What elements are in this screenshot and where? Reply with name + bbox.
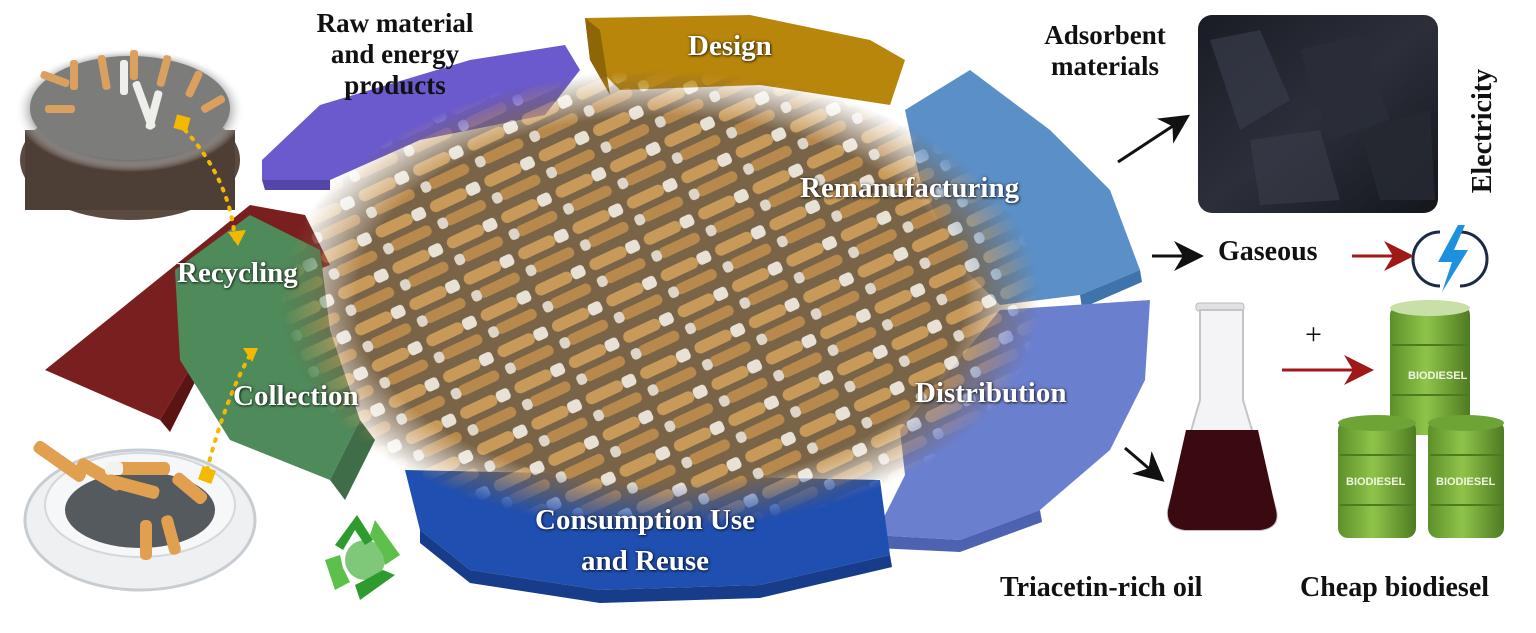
label-line: Raw material: [316, 8, 474, 38]
stage-label-collection: Collection: [233, 380, 359, 412]
stage-shape-distribution: [875, 300, 1150, 552]
label-line: and energy: [330, 39, 460, 70]
label-line: Adsorbent: [1044, 20, 1166, 50]
barrel-text: BIODIESEL: [1436, 476, 1496, 488]
stage-label-distribution: Distribution: [915, 377, 1067, 409]
barrel-text: BIODIESEL: [1408, 370, 1468, 382]
label-line: products: [344, 70, 446, 101]
product-label-electricity: Electricity: [1466, 68, 1498, 194]
label-line: and Reuse: [580, 544, 710, 577]
label-line: Consumption Use: [535, 504, 755, 536]
arrow-to-oil: [1124, 446, 1165, 482]
plus-sign: +: [1305, 318, 1322, 351]
glass-ashtray-image: [23, 440, 257, 592]
arrow-to-adsorbent: [1117, 114, 1191, 164]
dotted-connector-bottom: [205, 353, 252, 472]
stage-label-design: Design: [688, 30, 772, 62]
barrel-text: BIODIESEL: [1346, 476, 1406, 488]
lightning-bolt-icon: [1411, 225, 1489, 292]
arrowhead-yellow-icon: [243, 348, 258, 362]
stage-label-raw-material: Raw material and energy products: [280, 8, 510, 101]
recycle-globe-icon: [325, 515, 400, 600]
stage-label-remanufacturing: Remanufacturing: [800, 172, 1020, 204]
activated-carbon-image: [1198, 15, 1438, 213]
biodiesel-barrels-image: [1338, 300, 1504, 538]
marker-square: [198, 466, 216, 484]
outdoor-ashtray-image: [15, 48, 245, 220]
erlenmeyer-flask-image: [1166, 302, 1278, 531]
product-label-oil: Triacetin-rich oil: [1000, 572, 1203, 603]
arrowhead-yellow-icon: [228, 230, 246, 246]
label-line: materials: [1051, 51, 1159, 82]
stage-label-consumption: Consumption Use and Reuse: [485, 500, 805, 581]
stage-label-recycling: Recycling: [177, 257, 298, 289]
product-label-gaseous: Gaseous: [1218, 236, 1318, 267]
product-label-biodiesel: Cheap biodiesel: [1300, 572, 1490, 603]
dotted-connector-top: [183, 128, 237, 242]
center-cigarette-pile-image: [280, 70, 1040, 530]
stage-shape-raw-material: [262, 45, 580, 190]
product-label-adsorbent: Adsorbent materials: [1020, 20, 1190, 82]
marker-square: [173, 114, 191, 132]
